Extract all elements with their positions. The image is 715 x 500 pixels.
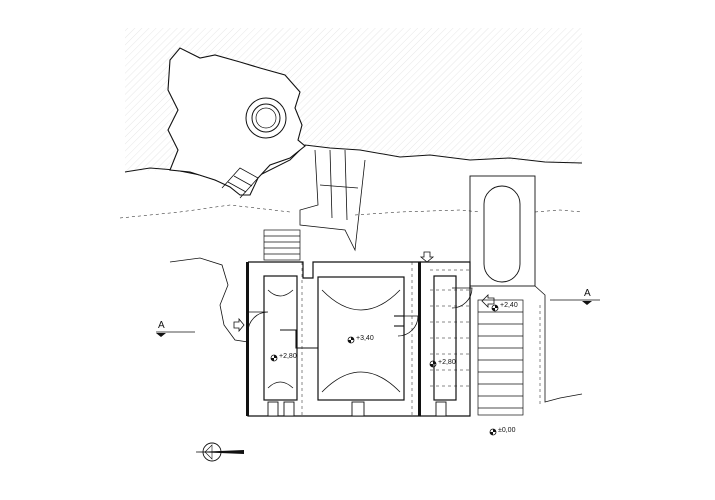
- north-arrow-icon: [196, 442, 244, 462]
- door-swings: [247, 287, 473, 337]
- level-marker-center: +3,40: [347, 335, 374, 344]
- right-terrain-outline: [534, 285, 583, 403]
- section-label-right: A: [584, 288, 591, 299]
- level-marker-icon: [270, 354, 278, 362]
- level-label-center-room: +3,40: [356, 335, 374, 342]
- level-marker-icon: [491, 304, 499, 312]
- level-marker-icon: [347, 336, 355, 344]
- entry-arrow-icon: [233, 317, 245, 333]
- vault-arcs: [267, 289, 401, 393]
- entry-stair-north: [263, 229, 301, 261]
- level-label-right-room: +2,80: [438, 359, 456, 366]
- partition-walls: [280, 315, 404, 349]
- section-marker-left: A: [156, 320, 195, 337]
- level-marker-right: +2,80: [429, 359, 456, 368]
- left-terrain-contour: [169, 257, 249, 343]
- cliff-steps: [221, 167, 259, 199]
- level-label-left-room: +2,80: [279, 353, 297, 360]
- level-marker-icon: [429, 360, 437, 368]
- level-label-ground: ±0,00: [498, 427, 516, 434]
- cliff-outline: [167, 47, 306, 196]
- level-marker-icon: [489, 428, 497, 436]
- round-tower: [245, 97, 287, 139]
- south-openings: [267, 401, 447, 417]
- level-label-stair-top: +2,40: [500, 302, 518, 309]
- wall-thickness: [246, 262, 421, 416]
- pool: [469, 175, 536, 287]
- section-marker-right: A: [550, 288, 600, 305]
- terrain-dashed-lines: [119, 204, 583, 219]
- north-stair: [299, 149, 366, 252]
- rock-boundary-line: [124, 144, 583, 186]
- dashed-section-lines: [301, 262, 470, 416]
- east-stair: [477, 299, 524, 416]
- level-marker-stair-top: +2,40: [491, 302, 518, 312]
- entry-arrow-icon: [419, 251, 435, 263]
- entry-arrow-icon: [481, 294, 495, 308]
- level-marker-left: +2,80: [270, 353, 297, 362]
- level-marker-ground: ±0,00: [489, 427, 516, 436]
- section-label-left: A: [158, 320, 165, 331]
